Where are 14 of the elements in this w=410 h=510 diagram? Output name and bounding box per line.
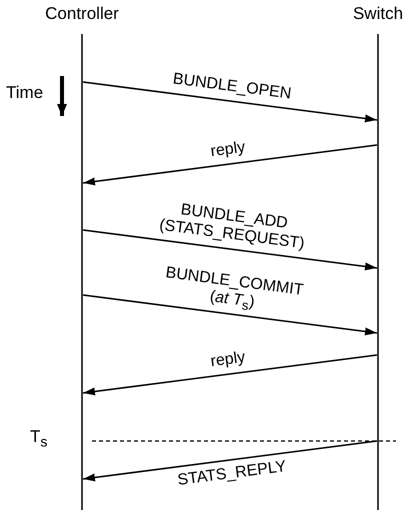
participant-name: Controller: [44, 4, 120, 24]
message-arrow: [82, 354, 378, 396]
time-label: T$_{s}$: [30, 428, 48, 452]
message-arrow: [82, 81, 378, 122]
axis-label: Time: [6, 84, 44, 102]
message-arrow: [82, 144, 378, 186]
participant-name: Switch: [352, 4, 404, 24]
message-arrow: [82, 440, 378, 482]
message-arrow: [82, 229, 378, 270]
message-label: reply: [208, 138, 248, 162]
message-label: BUNDLE_OPEN: [170, 70, 294, 105]
message-label: reply: [208, 348, 248, 372]
message-label: STATS_REPLY: [175, 456, 288, 491]
message-arrow: [82, 294, 378, 336]
